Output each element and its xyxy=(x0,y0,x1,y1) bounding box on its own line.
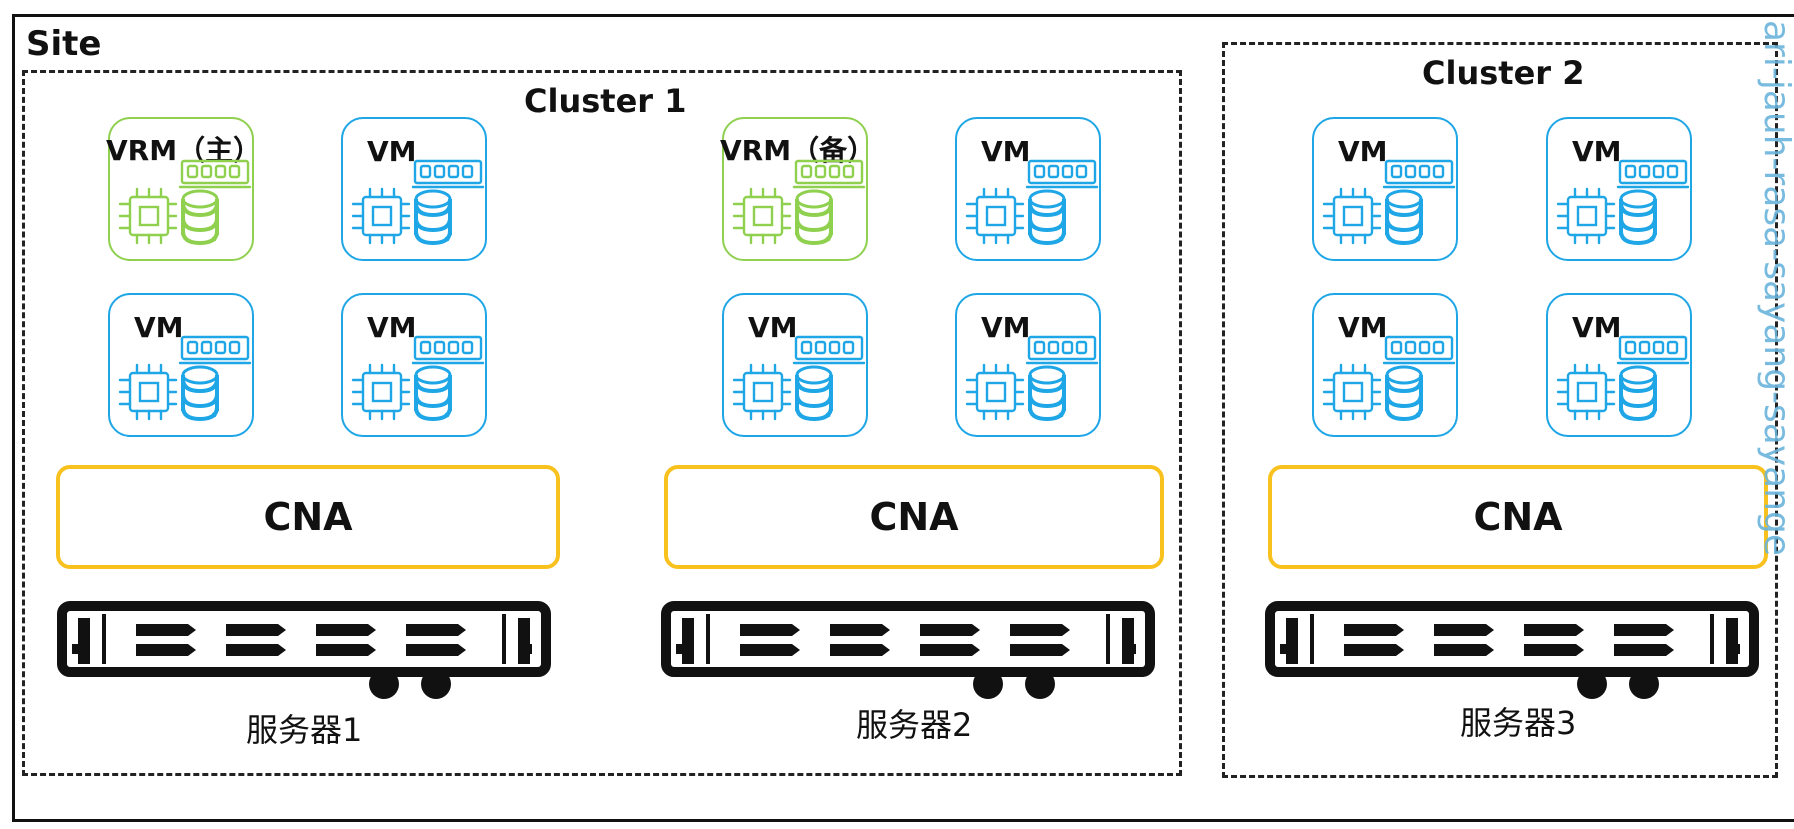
disk-icon xyxy=(795,365,833,422)
vm-resource-icons xyxy=(965,335,1099,422)
vm-label: VM xyxy=(1338,311,1388,344)
cna-label: CNA xyxy=(263,495,353,539)
cpu-icon xyxy=(732,187,792,245)
cpu-icon xyxy=(965,187,1025,245)
cna-box: CNA xyxy=(664,465,1164,569)
ram-icon xyxy=(1382,159,1456,189)
vm-label: VM xyxy=(134,311,184,344)
vm-label: VM xyxy=(981,311,1031,344)
ram-icon xyxy=(792,159,866,189)
disk-icon xyxy=(1619,365,1657,422)
cpu-icon xyxy=(1322,363,1382,421)
cpu-icon xyxy=(1556,187,1616,245)
vm-label: VM xyxy=(981,135,1031,168)
cpu-icon xyxy=(118,363,178,421)
vm-resource-icons xyxy=(118,335,252,422)
vm-resource-icons xyxy=(1322,335,1456,422)
site-label: Site xyxy=(26,24,102,64)
server-1-label: 服务器1 xyxy=(246,711,363,749)
cpu-icon xyxy=(118,187,178,245)
vm-resource-icons xyxy=(965,159,1099,246)
vm-resource-icons xyxy=(351,159,485,246)
cna-label: CNA xyxy=(1473,495,1563,539)
server-2-label: 服务器2 xyxy=(856,706,973,744)
ram-icon xyxy=(1025,159,1099,189)
server-icon xyxy=(661,601,1155,699)
cna-box: CNA xyxy=(56,465,560,569)
vm-label: VM xyxy=(748,311,798,344)
ram-icon xyxy=(411,335,485,365)
disk-icon xyxy=(1619,189,1657,246)
vm-resource-icons xyxy=(351,335,485,422)
cluster-1-boundary xyxy=(22,70,1182,776)
ram-icon xyxy=(1025,335,1099,365)
vm-label: VM xyxy=(367,311,417,344)
site-boundary xyxy=(12,14,1794,822)
cluster-2-label: Cluster 2 xyxy=(1422,54,1585,92)
vm-card: VM xyxy=(722,293,868,437)
vm-card: VM xyxy=(341,117,487,261)
disk-icon xyxy=(1028,365,1066,422)
vm-card: VM xyxy=(1312,117,1458,261)
vrm-primary-card: VRM（主） xyxy=(106,117,261,261)
vm-resource-icons xyxy=(118,159,252,246)
cpu-icon xyxy=(1556,363,1616,421)
ram-icon xyxy=(792,335,866,365)
ram-icon xyxy=(1616,335,1690,365)
vm-card: VM xyxy=(1546,117,1692,261)
vm-label: VM xyxy=(1572,311,1622,344)
vm-resource-icons xyxy=(732,335,866,422)
vm-card: VM xyxy=(955,293,1101,437)
cpu-icon xyxy=(965,363,1025,421)
cna-label: CNA xyxy=(869,495,959,539)
cpu-icon xyxy=(351,187,411,245)
vm-card: VM xyxy=(1546,293,1692,437)
cluster-1-label: Cluster 1 xyxy=(524,82,687,120)
disk-icon xyxy=(1385,189,1423,246)
vm-card: VM xyxy=(108,293,254,437)
cpu-icon xyxy=(351,363,411,421)
vm-label: VM xyxy=(1572,135,1622,168)
watermark-text: ari-jauh-rasa-sayang-sayange xyxy=(1756,20,1794,557)
vm-label: VM xyxy=(1338,135,1388,168)
vm-label: VM xyxy=(367,135,417,168)
server-icon xyxy=(1265,601,1759,699)
cpu-icon xyxy=(1322,187,1382,245)
cluster-2-boundary xyxy=(1222,42,1778,778)
vm-card: VM xyxy=(955,117,1101,261)
ram-icon xyxy=(178,335,252,365)
disk-icon xyxy=(1028,189,1066,246)
vm-card: VM xyxy=(341,293,487,437)
ram-icon xyxy=(1382,335,1456,365)
cna-box: CNA xyxy=(1268,465,1768,569)
disk-icon xyxy=(181,365,219,422)
ram-icon xyxy=(1616,159,1690,189)
vm-resource-icons xyxy=(732,159,866,246)
server-icon xyxy=(57,601,551,699)
disk-icon xyxy=(1385,365,1423,422)
server-3-label: 服务器3 xyxy=(1460,704,1577,742)
vm-resource-icons xyxy=(1556,335,1690,422)
vm-resource-icons xyxy=(1556,159,1690,246)
ram-icon xyxy=(178,159,252,189)
vrm-standby-card: VRM（备） xyxy=(720,117,875,261)
cpu-icon xyxy=(732,363,792,421)
vm-card: VM xyxy=(1312,293,1458,437)
disk-icon xyxy=(181,189,219,246)
ram-icon xyxy=(411,159,485,189)
disk-icon xyxy=(414,365,452,422)
disk-icon xyxy=(414,189,452,246)
disk-icon xyxy=(795,189,833,246)
vm-resource-icons xyxy=(1322,159,1456,246)
